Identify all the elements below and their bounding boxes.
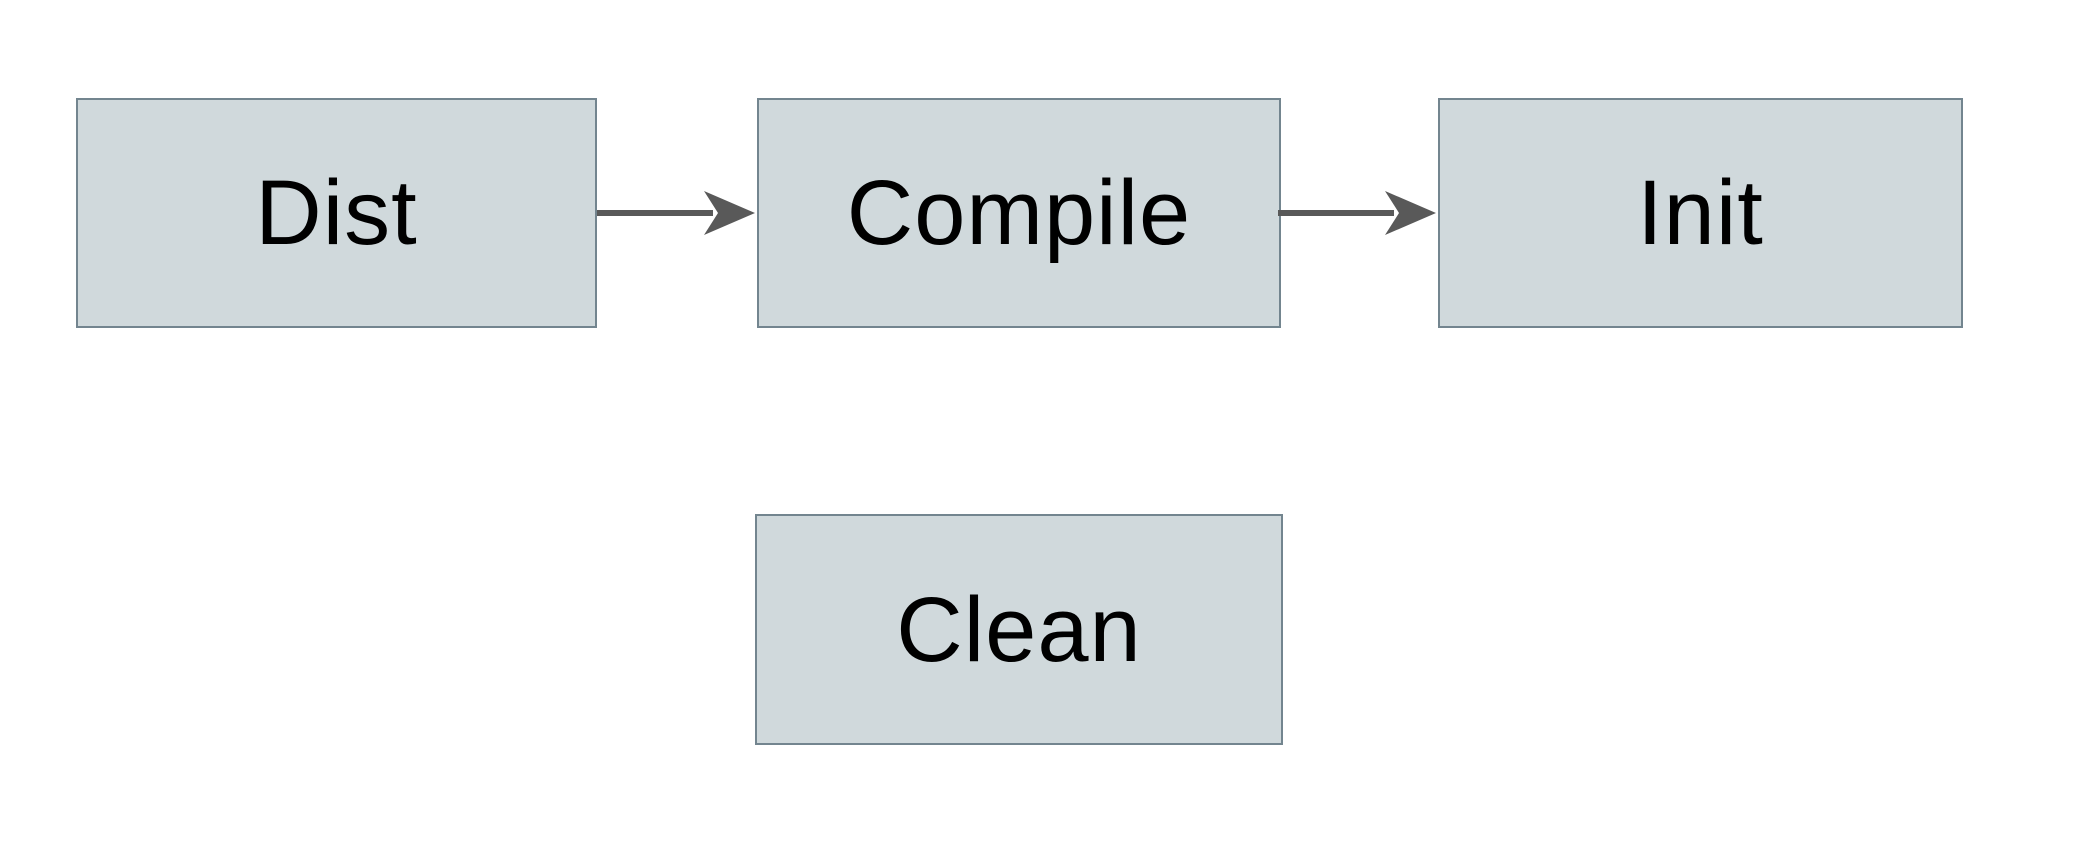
node-init-label: Init: [1637, 162, 1764, 264]
node-init[interactable]: Init: [1438, 98, 1963, 328]
arrow-compile-to-init-icon[interactable]: [1278, 189, 1438, 237]
node-dist-label: Dist: [255, 162, 418, 264]
node-dist[interactable]: Dist: [76, 98, 597, 328]
node-clean[interactable]: Clean: [755, 514, 1283, 745]
arrow-dist-to-compile-icon[interactable]: [597, 189, 757, 237]
node-compile[interactable]: Compile: [757, 98, 1281, 328]
node-clean-label: Clean: [896, 578, 1142, 681]
node-compile-label: Compile: [846, 162, 1192, 264]
